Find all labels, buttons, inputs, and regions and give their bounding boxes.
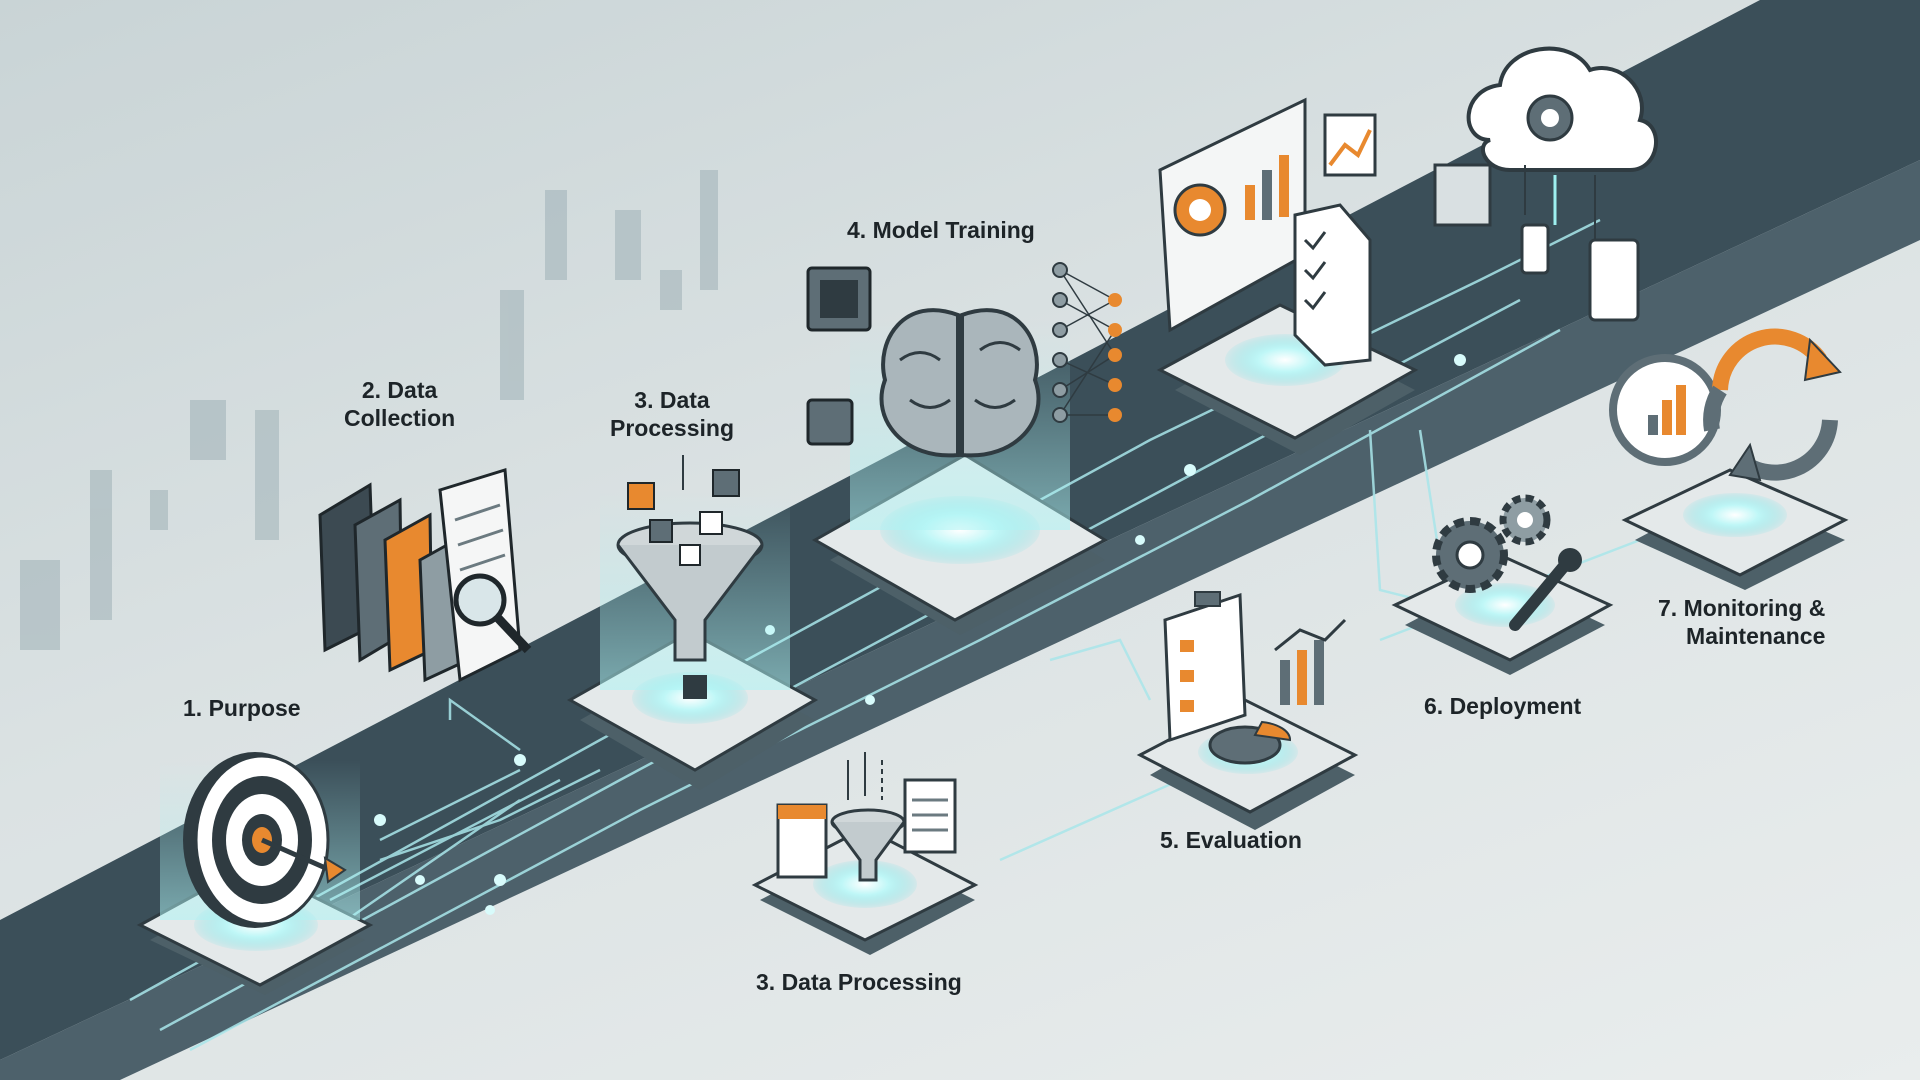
label-data-collection: 2. Data Collection: [344, 377, 456, 431]
label-purpose: 1. Purpose: [183, 695, 301, 721]
cycle-arrows-icon: [1609, 328, 1842, 482]
label-data-processing-upper: 3. Data Processing: [610, 387, 734, 441]
label-model-training: 4. Model Training: [847, 217, 1035, 243]
clipboard-chart-icon: [1163, 591, 1347, 765]
funnel-filter-icon: [776, 752, 957, 882]
label-deployment: 6. Deployment: [1424, 693, 1582, 719]
step-data-processing-lower: [751, 752, 979, 955]
step-evaluation: [1136, 591, 1359, 830]
step-data-processing-upper: [566, 455, 819, 790]
label-monitoring-maintenance: 7. Monitoring & Maintenance: [1658, 595, 1826, 649]
step-monitoring: [1609, 328, 1849, 590]
dashboard-icon: [1158, 97, 1377, 367]
brain-network-icon: [806, 262, 1122, 458]
step-deployment: [1391, 494, 1614, 675]
target-icon: [183, 752, 347, 928]
gears-wrench-icon: [1432, 494, 1582, 631]
step-data-collection: [318, 468, 532, 683]
cloud-devices-icon: [1433, 46, 1658, 322]
step-dashboard: [1156, 97, 1419, 455]
label-evaluation: 5. Evaluation: [1160, 827, 1302, 853]
label-data-processing-lower: 3. Data Processing: [756, 969, 962, 995]
funnel-icon: [616, 455, 764, 699]
step-purpose: [136, 752, 374, 995]
step-model-training: [806, 262, 1122, 635]
books-documents-icon: [318, 468, 532, 683]
